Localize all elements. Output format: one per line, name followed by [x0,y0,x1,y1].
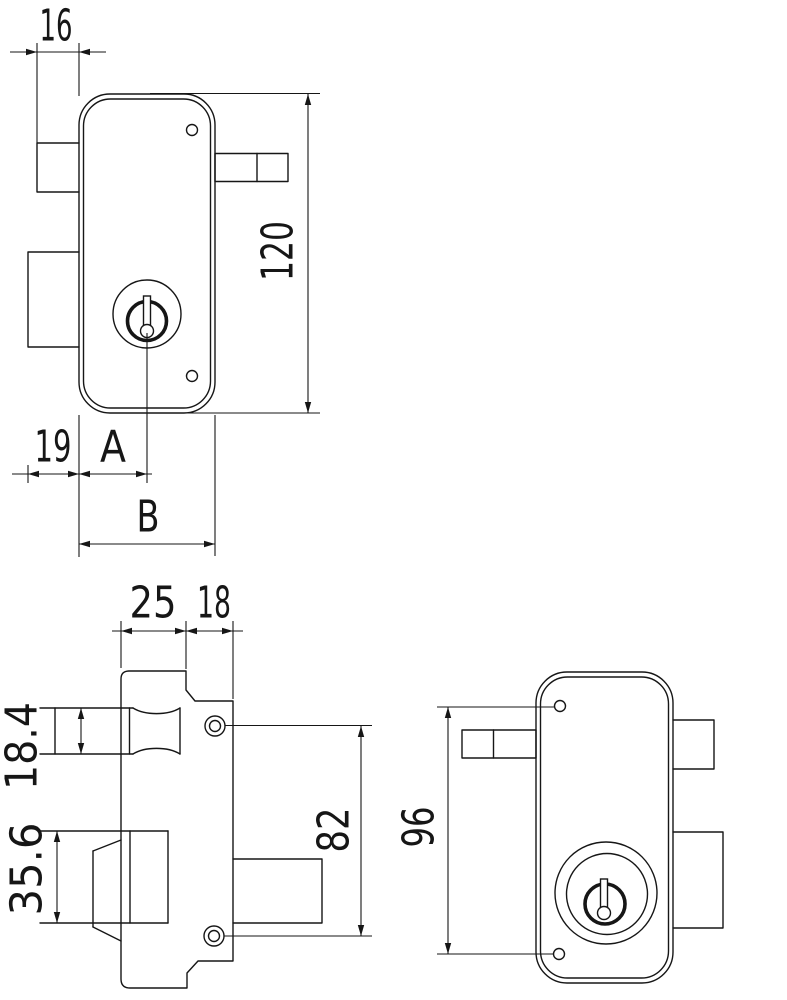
side-deadbolt [39,830,169,942]
side-screw-top [204,715,226,737]
front-dim-120: 120 [150,92,320,414]
front-dim-B: B [79,415,216,556]
front-deadbolt-box [27,251,80,348]
back-view: 96 [394,671,724,984]
front-view: 16 120 19 A [10,1,320,557]
front-dim-16: 16 [10,1,106,143]
front-latch-bolt [214,152,289,183]
front-dim-B-label: B [137,492,160,543]
front-screw-hole-bottom [185,369,199,383]
side-dim-25-label: 25 [130,578,177,629]
side-case-profile [120,670,234,989]
back-keyway-slot [599,878,609,911]
back-upper-block [672,719,715,770]
back-keyway-bottom [596,905,612,921]
back-cylinder-rosette [554,841,658,945]
back-body-inner-outline [539,676,670,979]
side-dim-25-18: 25 18 [112,578,243,699]
back-cylinder-ring [565,852,649,936]
back-dim-96: 96 [394,706,554,955]
front-dim-16-label: 16 [40,1,73,52]
front-dim-A-label: A [100,422,126,473]
front-dim-120-label: 120 [253,221,304,281]
side-dim-18-label: 18 [197,578,231,629]
back-screw-hole-bottom [552,947,566,961]
back-lower-block [672,831,724,929]
side-cylinder-housing [232,858,323,924]
side-dim-35-6-label: 35.6 [2,823,53,916]
side-dim-82-label: 82 [309,808,360,853]
front-slot-box [36,142,80,193]
back-screw-hole-top [553,699,567,713]
side-view: 25 18 18.4 35.6 82 [0,578,372,989]
side-latch-bolt [39,707,181,755]
back-dim-96-label: 96 [394,807,445,848]
back-body-outer-outline [535,671,674,984]
front-keyway-slot [142,295,152,328]
side-dim-35-6: 35.6 [2,823,61,923]
side-dim-18-4: 18.4 [0,702,85,790]
side-screw-bottom [203,925,225,947]
front-screw-hole-top [185,123,199,137]
back-latch-bolt [461,729,537,759]
front-dim-19-A: 19 A [12,333,152,557]
side-dim-82: 82 [224,724,372,937]
side-dim-18-4-label: 18.4 [0,702,48,790]
front-dim-19-label: 19 [35,422,72,473]
